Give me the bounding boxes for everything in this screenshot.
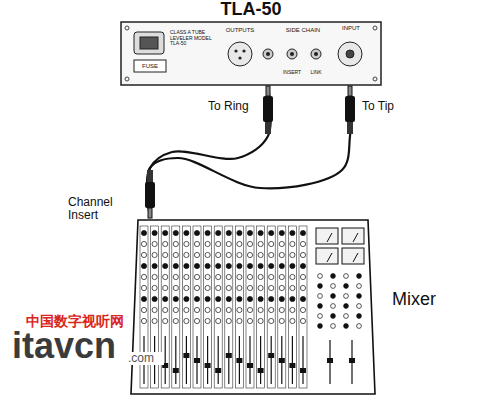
insert-cable (147, 86, 270, 218)
panel-screw (373, 77, 377, 81)
panel-label: INPUT (334, 25, 368, 32)
xlr-pin (234, 49, 237, 52)
panel-screw (125, 26, 129, 30)
power-inlet (134, 32, 164, 54)
jack-socket (287, 49, 297, 59)
power-inlet (140, 37, 158, 49)
xlr-pin (238, 56, 241, 59)
connector-label: Channel Insert (68, 196, 120, 222)
xlr-jack (228, 42, 252, 66)
device-panel: TLA-50FUSE CLASS A TUBE LEVELER MODEL TLA… (120, 0, 382, 86)
insert-cable (147, 86, 351, 218)
panel-label: CLASS A TUBE LEVELER MODEL TLA-50 (170, 30, 216, 47)
jack-socket (266, 52, 270, 56)
quarter-inch-plugs (145, 86, 355, 218)
panel-label: LINK (304, 70, 328, 76)
combo-jack (338, 42, 362, 66)
mixer-drawing (130, 218, 376, 396)
edge-label: To Tip (362, 100, 394, 113)
jack-socket (311, 49, 321, 59)
edge-label: To Ring (208, 100, 249, 113)
mixer-label: Mixer (392, 290, 462, 310)
panel-outline (121, 22, 381, 85)
master-section (316, 228, 364, 384)
combo-jack (346, 50, 354, 58)
watermark: itavcn (12, 326, 132, 366)
mixer-console: Mixer (130, 218, 376, 396)
fuse-holder (134, 60, 166, 72)
panel-label: FUSE (135, 63, 165, 70)
panel-label: OUTPUTS (220, 27, 260, 34)
jack-socket (314, 52, 318, 56)
jack-socket (290, 52, 294, 56)
panel-label: INSERT (278, 70, 306, 76)
panel-label: SIDE CHAIN (280, 27, 326, 34)
mixer-outline (131, 220, 375, 394)
jack-socket (263, 49, 273, 59)
channel-strips (140, 226, 307, 388)
watermark: .com (128, 352, 164, 365)
panel-screw (373, 26, 377, 30)
xlr-pin (242, 49, 245, 52)
device-title: TLA-50 (120, 0, 382, 20)
panel-screw (125, 77, 129, 81)
